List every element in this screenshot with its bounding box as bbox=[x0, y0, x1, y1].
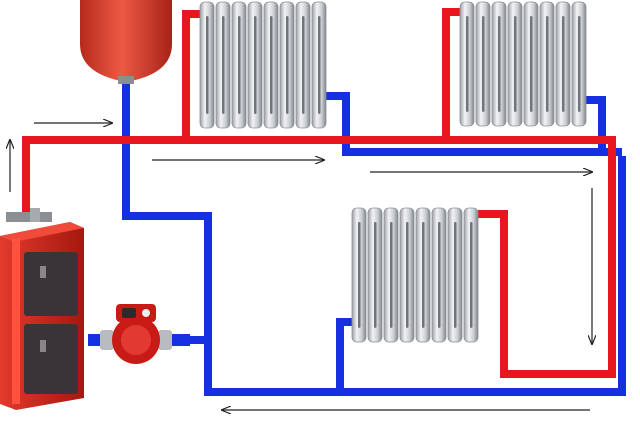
boiler-lower-door bbox=[24, 324, 78, 394]
radiator-fin-groove bbox=[470, 222, 473, 328]
radiator-fin-groove bbox=[530, 16, 533, 112]
radiator-fin-groove bbox=[546, 16, 549, 112]
radiator-fin-groove bbox=[466, 16, 469, 112]
radiator-fin-groove bbox=[406, 222, 409, 328]
radiator-fin-groove bbox=[302, 16, 305, 114]
radiator-fin-groove bbox=[578, 16, 581, 112]
radiator-fin-groove bbox=[454, 222, 457, 328]
radiator-fin-groove bbox=[482, 16, 485, 112]
expansion-tank-icon bbox=[80, 0, 172, 84]
boiler-upper-door bbox=[24, 252, 78, 316]
radiator-fin-groove bbox=[422, 222, 425, 328]
radiator-fin-groove bbox=[222, 16, 225, 114]
flow-arrows bbox=[10, 123, 592, 410]
radiator-fin-groove bbox=[390, 222, 393, 328]
boiler-icon bbox=[0, 208, 84, 410]
pump-icon bbox=[88, 304, 190, 364]
supply-pipe-main bbox=[22, 136, 616, 378]
radiator-fin-groove bbox=[238, 16, 241, 114]
radiator-fin-groove bbox=[562, 16, 565, 112]
radiator-fin-groove bbox=[358, 222, 361, 328]
radiator-fin-groove bbox=[286, 16, 289, 114]
radiator-fin-groove bbox=[270, 16, 273, 114]
return-pipe-tank-branch bbox=[122, 80, 626, 396]
radiator-fin-groove bbox=[514, 16, 517, 112]
radiator-fin-groove bbox=[498, 16, 501, 112]
radiator-fin-groove bbox=[206, 16, 209, 114]
return-pipe-radiator-3 bbox=[336, 318, 352, 392]
radiator-fin-groove bbox=[374, 222, 377, 328]
radiator-fin-groove bbox=[318, 16, 321, 114]
return-pipe-radiator-1 bbox=[322, 92, 622, 156]
radiator-icon bbox=[459, 1, 587, 127]
radiator-fin-groove bbox=[438, 222, 441, 328]
radiator-icon bbox=[351, 207, 479, 343]
radiator-icon bbox=[199, 1, 327, 129]
radiator-fin-groove bbox=[254, 16, 257, 114]
